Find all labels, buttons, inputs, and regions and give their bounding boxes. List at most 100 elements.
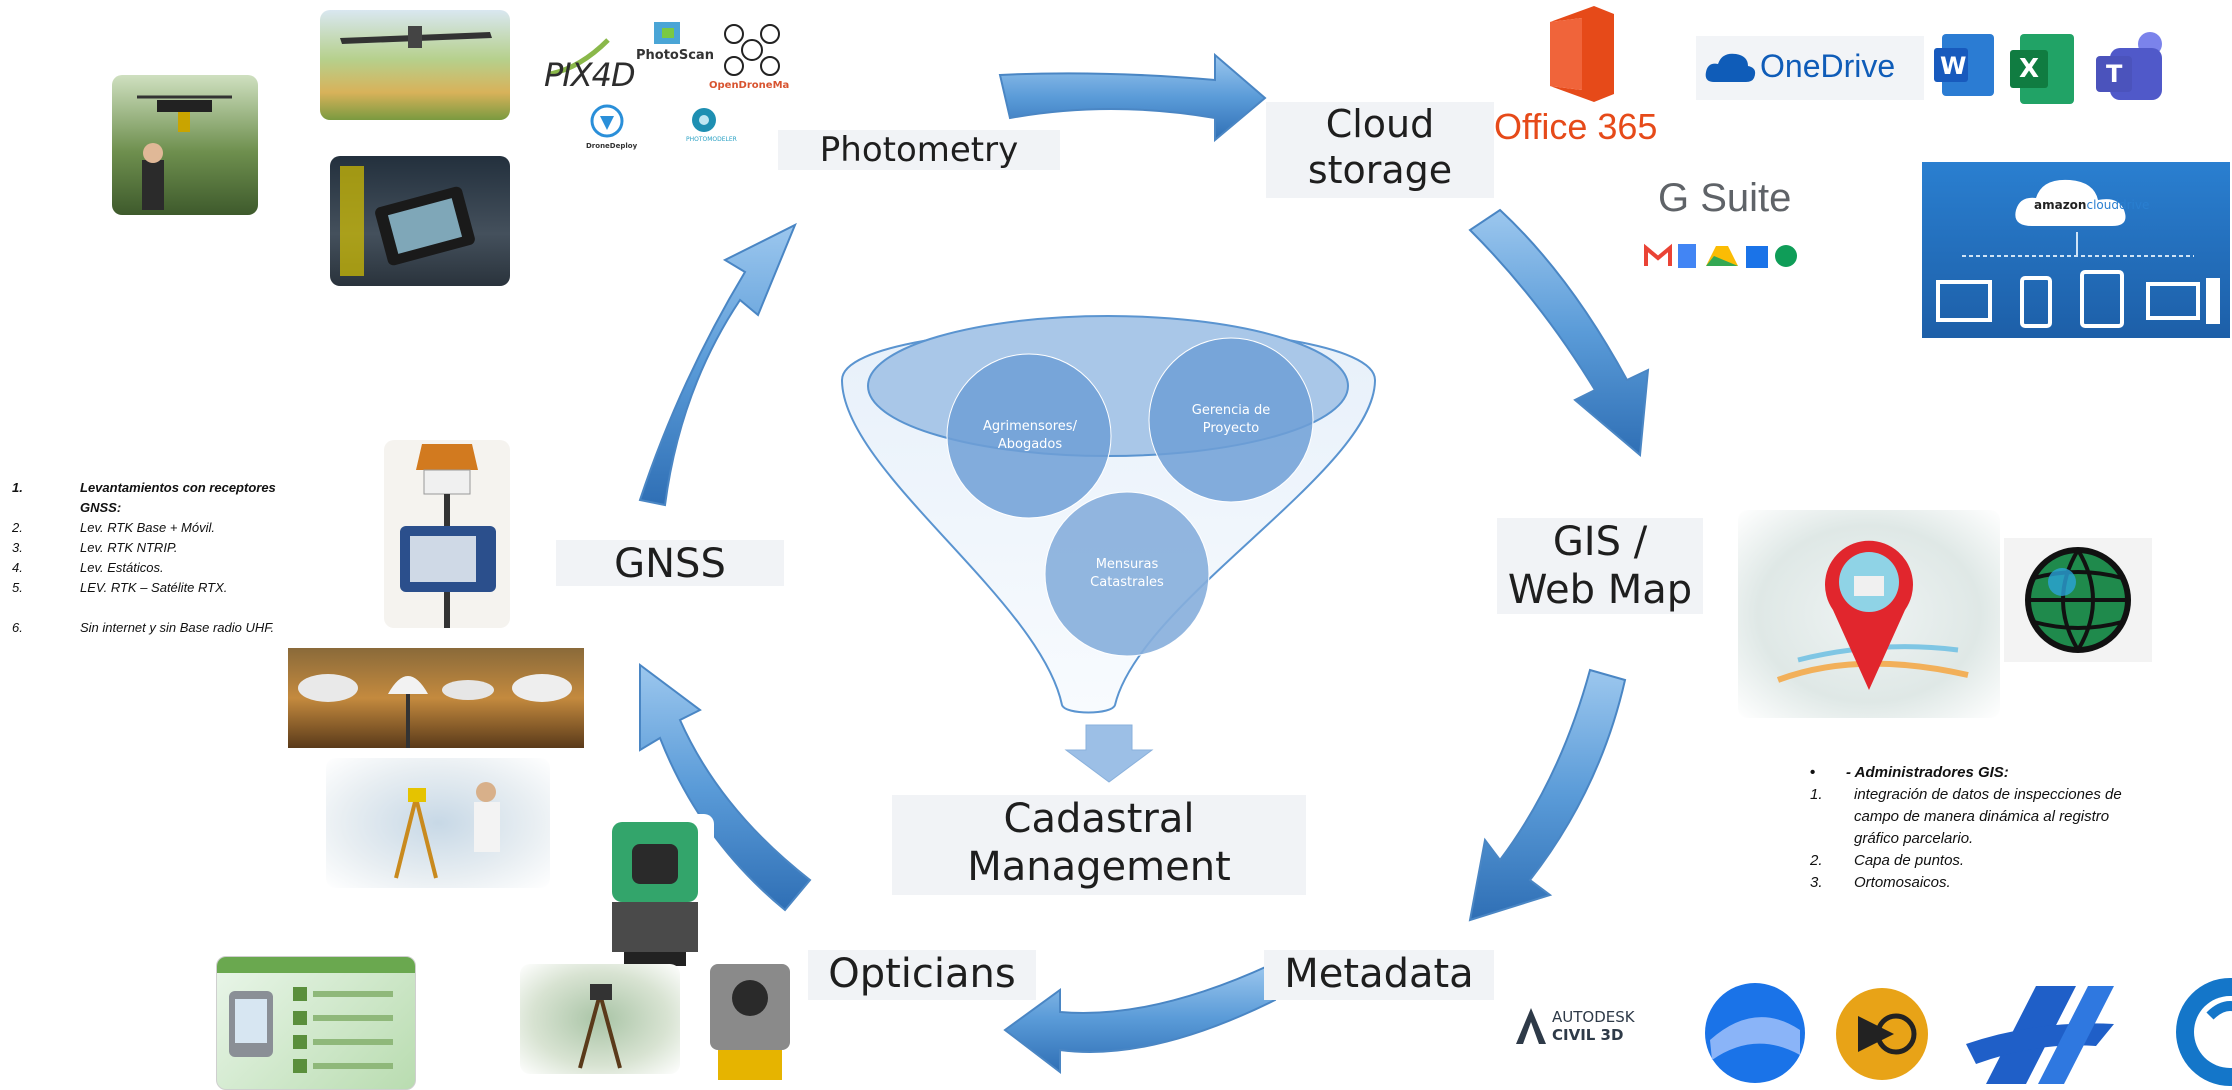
- funnel-bottom-line2: Catastrales: [1090, 575, 1164, 590]
- photoscan-icon: [654, 22, 680, 44]
- amazon-word: amazon: [2034, 198, 2087, 212]
- photogrammetry-logos: PIX4D PhotoScan OpenDroneMa DroneDeploy …: [544, 18, 794, 158]
- software-window-icon: [217, 957, 415, 1073]
- cloud-storage-label: Cloud storage: [1266, 102, 1494, 198]
- gis-item-1-line2: campo de manera dinámica al registro: [1854, 808, 2110, 825]
- funnel-circle-bottom: [1044, 491, 1210, 657]
- gis-item-text: integración de datos de inspecciones de …: [1854, 784, 2122, 850]
- pix4d-logo: PIX4D: [544, 56, 636, 94]
- funnel-left-line2: Abogados: [997, 437, 1063, 452]
- photometry-label: Photometry: [778, 130, 1060, 170]
- gnss-controller-icon: [400, 444, 496, 628]
- autodesk-line1: AUTODESK: [1552, 1008, 1635, 1026]
- optical-field-photo: [520, 964, 680, 1074]
- teams-letter: T: [2106, 60, 2123, 88]
- globe-image: [2004, 538, 2152, 662]
- fixed-wing-drone-photo: [320, 10, 510, 120]
- gis-item-number: 2.: [1810, 852, 1823, 869]
- gnss-receiver-photo: [384, 440, 510, 628]
- gis-list-header-text: - Administradores GIS:: [1846, 764, 2009, 781]
- trimble-like-icon: [1966, 986, 2114, 1084]
- gsuite-text: G Suite: [1658, 176, 1792, 220]
- arrow-gnss-to-photometry: [638, 222, 797, 507]
- autodesk-a-icon: [1516, 1008, 1546, 1044]
- tripod-icon: [578, 984, 622, 1069]
- gis-list-item: 2. Capa de puntos.: [1810, 850, 2230, 872]
- gis-item-number: 3.: [1810, 874, 1823, 891]
- amazon-cloud-icon: [2015, 179, 2126, 226]
- amazon-cloud-drive-image: amazonclouddrive: [1922, 162, 2230, 338]
- gnss-item-text: LEV. RTK – Satélite RTX.: [80, 580, 228, 595]
- tablet-field-photo: [330, 156, 510, 286]
- cloud-line1: Cloud: [1325, 102, 1435, 146]
- photomodeler-logo: PHOTOMODELER: [686, 136, 737, 143]
- arrow-metadata-to-opticians: [1003, 963, 1277, 1075]
- office-icon: [1550, 6, 1614, 102]
- gnss-item-text: Sin internet y sin Base radio UHF.: [80, 620, 275, 635]
- onedrive-cloud-icon: [1705, 53, 1756, 82]
- gis-item-text: Ortomosaicos.: [1854, 874, 1951, 891]
- gnss-list-item: 2. Lev. RTK Base + Móvil.: [12, 518, 372, 538]
- tablet-icon: [340, 166, 475, 276]
- funnel-right-line2: Proyecto: [1202, 421, 1260, 436]
- funnel-bottom-line1: Mensuras: [1095, 557, 1159, 572]
- funnel-right-line1: Gerencia de: [1191, 403, 1271, 418]
- total-station-photo-1: [598, 814, 714, 970]
- funnel-circle-left-label: Agrimensores/ Abogados: [960, 418, 1100, 454]
- gnss-item-text: Levantamientos con receptores: [80, 480, 276, 495]
- gis-line1: GIS /: [1552, 519, 1648, 565]
- gis-admin-list: • - Administradores GIS: 1. integración …: [1810, 762, 2230, 894]
- cloud-line2: storage: [1307, 147, 1453, 192]
- gnss-item-text: Lev. RTK NTRIP.: [80, 540, 178, 555]
- arrow-cloud-to-gis: [1468, 208, 1650, 458]
- total-station-icon: [612, 822, 698, 966]
- gnss-list-item: 4. Lev. Estáticos.: [12, 558, 372, 578]
- gis-list-item: 3. Ortomosaicos.: [1810, 872, 2230, 894]
- clouddrive-word: clouddrive: [2086, 198, 2150, 212]
- location-pin-icon: [1776, 540, 1969, 690]
- photomodeler-icon: [692, 108, 716, 132]
- gnss-list-item: 3. Lev. RTK NTRIP.: [12, 538, 372, 558]
- plane-icon: [340, 26, 492, 48]
- drone-icon: [137, 95, 232, 210]
- arrow-opticians-to-gnss: [639, 663, 812, 912]
- gnss-item-number: 2.: [12, 520, 23, 535]
- arrow-gis-to-metadata: [1468, 668, 1627, 922]
- dronedeploy-icon: [590, 104, 624, 138]
- gnss-item-number: 5.: [12, 580, 23, 595]
- field-software-screenshot: [216, 956, 416, 1090]
- gnss-item-text: Lev. RTK Base + Móvil.: [80, 520, 215, 535]
- gnss-item-number: [12, 498, 80, 518]
- teams-icon: T: [2092, 26, 2172, 106]
- amazon-text: amazonclouddrive: [2034, 198, 2149, 212]
- gis-item-1-line3: gráfico parcelario.: [1854, 830, 1974, 847]
- arrow-photometry-to-cloud: [998, 52, 1267, 143]
- gnss-list-item: 6. Sin internet y sin Base radio UHF.: [12, 618, 372, 638]
- globe-icon: [2025, 547, 2131, 653]
- gnss-item-number: 6.: [12, 620, 23, 635]
- office365-text: Office 365: [1494, 106, 1658, 147]
- gnss-item-text: GNSS:: [80, 500, 122, 515]
- funnel-down-arrow: [1064, 724, 1154, 783]
- autodesk-civil3d-logo: AUTODESK CIVIL 3D: [1514, 1000, 1674, 1056]
- photoscan-logo: PhotoScan: [636, 48, 714, 63]
- gis-list-item: 1. integración de datos de inspecciones …: [1810, 784, 2230, 850]
- gnss-item-number: 4.: [12, 560, 23, 575]
- funnel-left-line1: Agrimensores/: [983, 419, 1077, 434]
- gnss-list-item: 1. Levantamientos con receptores: [12, 478, 372, 498]
- gnss-antennas-photo: [288, 648, 584, 748]
- map-pin-image: [1738, 510, 2000, 718]
- funnel-circle-bottom-label: Mensuras Catastrales: [1057, 556, 1197, 592]
- opticians-label: Opticians: [808, 950, 1036, 1000]
- opendronemap-icon: [724, 24, 780, 76]
- qgis-like-icon: [1836, 988, 1928, 1080]
- devices-icon: [1936, 232, 2220, 328]
- pix4d-swoosh-icon: [550, 38, 610, 77]
- gnss-antennas-icon: [298, 674, 572, 748]
- gis-list-header: • - Administradores GIS:: [1810, 762, 2230, 784]
- gsuite-logo: G Suite: [1640, 174, 1840, 284]
- bentley-like-icon: [2176, 978, 2232, 1086]
- word-letter: W: [1940, 52, 1967, 80]
- funnel-circle-right: [1148, 337, 1314, 503]
